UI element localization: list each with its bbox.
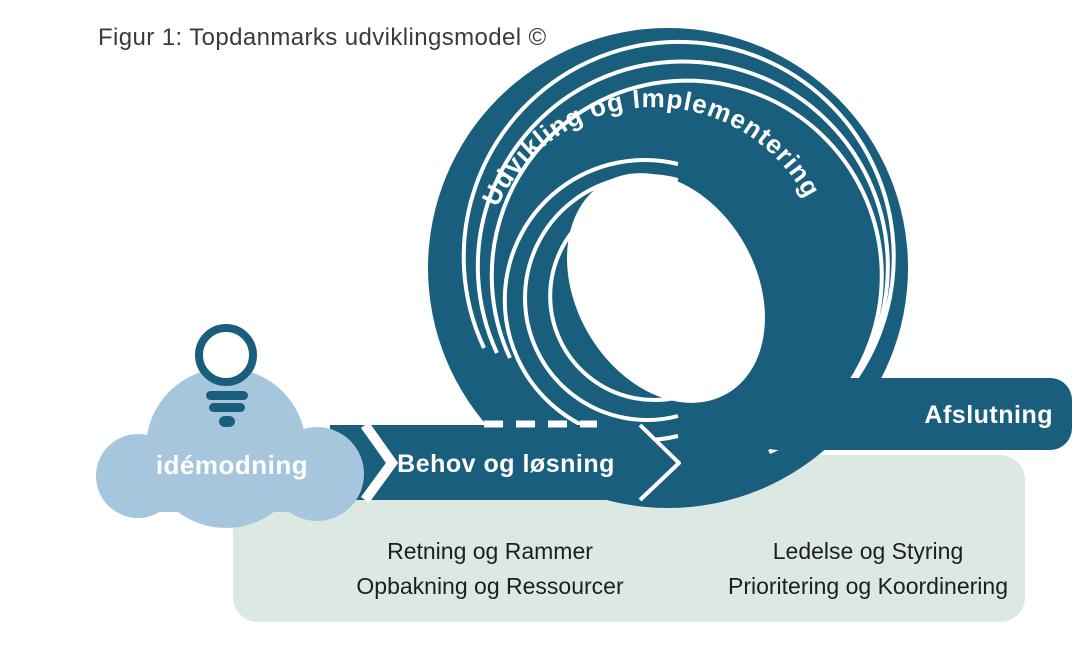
- foundation-line: Ledelse og Styring: [772, 538, 964, 564]
- afslutning-bar: [755, 378, 1072, 450]
- foundation-left-column: Retning og Rammer Opbakning og Ressource…: [330, 534, 650, 604]
- afslutning-label: Afslutning: [924, 401, 1053, 429]
- figure-title: Figur 1: Topdanmarks udviklingsmodel ©: [98, 24, 547, 51]
- band-tip-chevron-icon: [638, 423, 681, 502]
- foundation-right-column: Ledelse og Styring Prioritering og Koord…: [708, 534, 1028, 604]
- idea-cloud: [96, 368, 364, 528]
- foundation-line: Opbakning og Ressourcer: [356, 573, 624, 599]
- foundation-line: Prioritering og Koordinering: [728, 573, 1008, 599]
- cloud-label: idémodning: [155, 450, 309, 480]
- roll-core-hole: [567, 173, 765, 403]
- behov-band-label: Behov og løsning: [397, 450, 615, 478]
- band-gap-chevron-icon: [360, 422, 399, 503]
- lightbulb-icon: [195, 324, 257, 427]
- behov-band: [330, 425, 679, 500]
- foundation-line: Retning og Rammer: [387, 538, 593, 564]
- roll-outer-winding-lines: [461, 39, 896, 454]
